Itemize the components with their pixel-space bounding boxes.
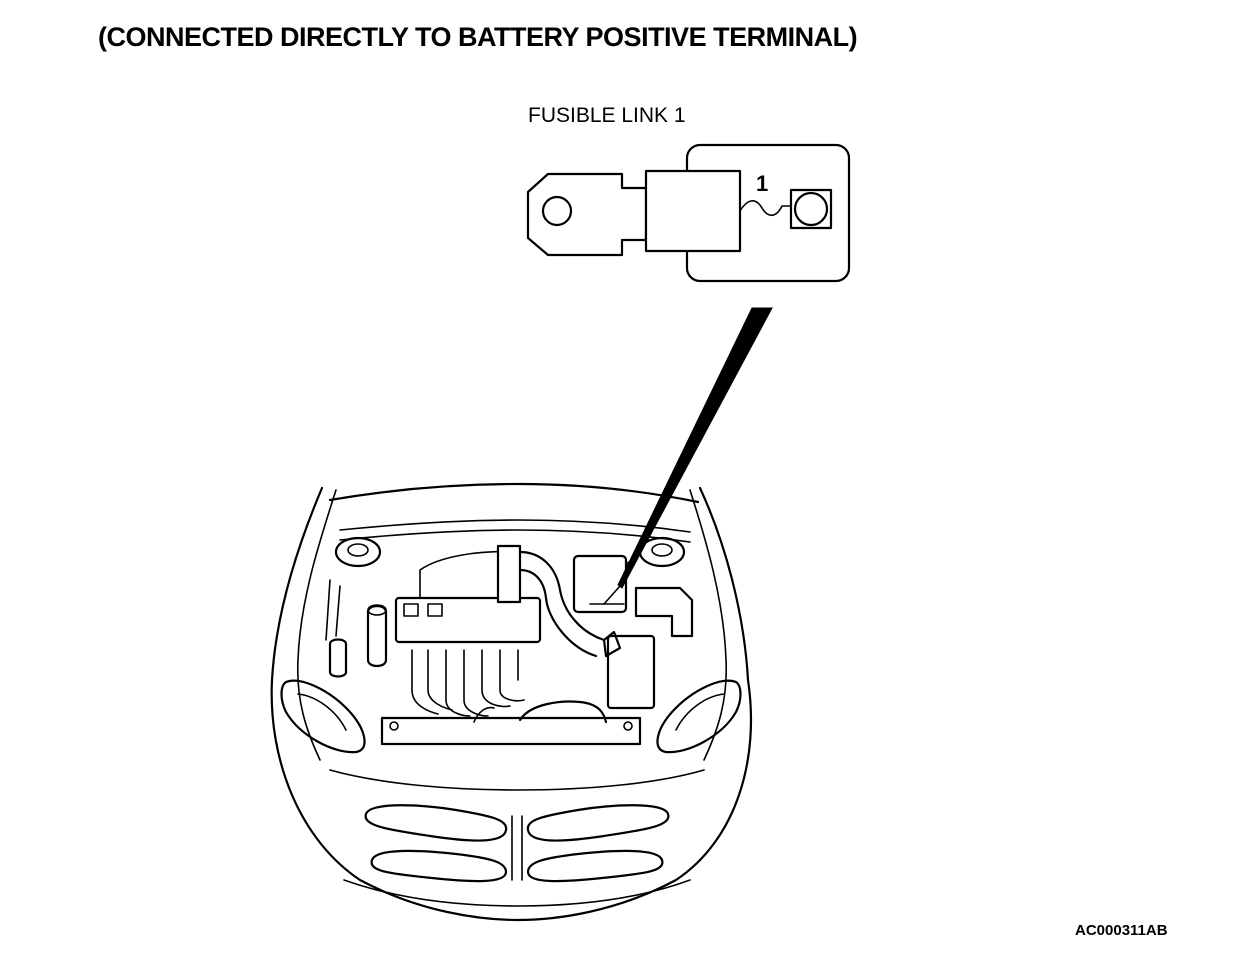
valve-cover-bolt-2	[427, 603, 443, 617]
air-intake-hose	[518, 550, 606, 642]
throttle-body	[496, 544, 522, 604]
fusible-link-location	[602, 630, 622, 658]
cowl-line-2	[339, 529, 691, 543]
air-intake-hose-inner	[518, 568, 598, 658]
support-bolt-left	[389, 721, 399, 731]
reservoir-left-upper-cap	[367, 604, 387, 616]
terminal-tab	[526, 172, 648, 257]
intake-runners	[411, 649, 525, 717]
figure-code: AC000311AB	[1075, 922, 1168, 939]
right-fender-line	[689, 489, 728, 761]
right-strut-tower	[638, 536, 686, 568]
valve-cover	[394, 596, 542, 644]
terminal-stud	[793, 191, 829, 227]
grille-lower-left	[370, 849, 508, 883]
left-fender-line	[296, 489, 337, 761]
right-hose	[625, 527, 651, 565]
right-headlamp	[656, 679, 742, 754]
terminal-hole	[541, 195, 573, 227]
cowl-line	[339, 519, 691, 533]
support-bolt-right	[623, 721, 633, 731]
right-strut-cap	[651, 543, 673, 557]
license-plate-notch	[511, 815, 523, 881]
location-pointer	[617, 307, 773, 589]
radiator-support	[380, 716, 642, 746]
engine-lower-hose	[473, 706, 495, 723]
fusible-link-label: FUSIBLE LINK 1	[528, 104, 686, 127]
hood-line	[328, 482, 700, 504]
left-headlamp-inner	[297, 693, 347, 731]
grille-upper-left	[364, 804, 508, 842]
left-side-bracket	[325, 579, 341, 641]
fuse-connector-body	[644, 169, 742, 253]
engine-lower-cover	[518, 700, 608, 724]
grille-upper-right	[526, 804, 670, 842]
valve-cover-bolt-1	[403, 603, 419, 617]
fascia-upper	[329, 769, 705, 791]
diagram-title: (CONNECTED DIRECTLY TO BATTERY POSITIVE …	[98, 22, 858, 52]
reservoir-left-upper	[366, 604, 388, 668]
bracket-right	[634, 586, 694, 638]
terminal-square	[789, 188, 833, 230]
right-headlamp-inner	[675, 693, 725, 731]
fascia-lower	[343, 879, 691, 907]
vehicle-front-view	[270, 482, 753, 922]
left-strut-tower	[334, 536, 382, 568]
fusible-link-detail: 1	[526, 143, 851, 283]
pointer-leader	[603, 585, 621, 605]
battery	[606, 634, 656, 710]
grille-lower-right	[526, 849, 664, 883]
body-outline	[270, 486, 753, 922]
terminal-number: 1	[756, 171, 768, 196]
fuse-element	[739, 200, 792, 217]
reservoir-left-lower	[328, 638, 348, 678]
left-headlamp	[280, 679, 366, 754]
fuse-block-box	[572, 554, 628, 614]
left-strut-cap	[347, 543, 369, 557]
